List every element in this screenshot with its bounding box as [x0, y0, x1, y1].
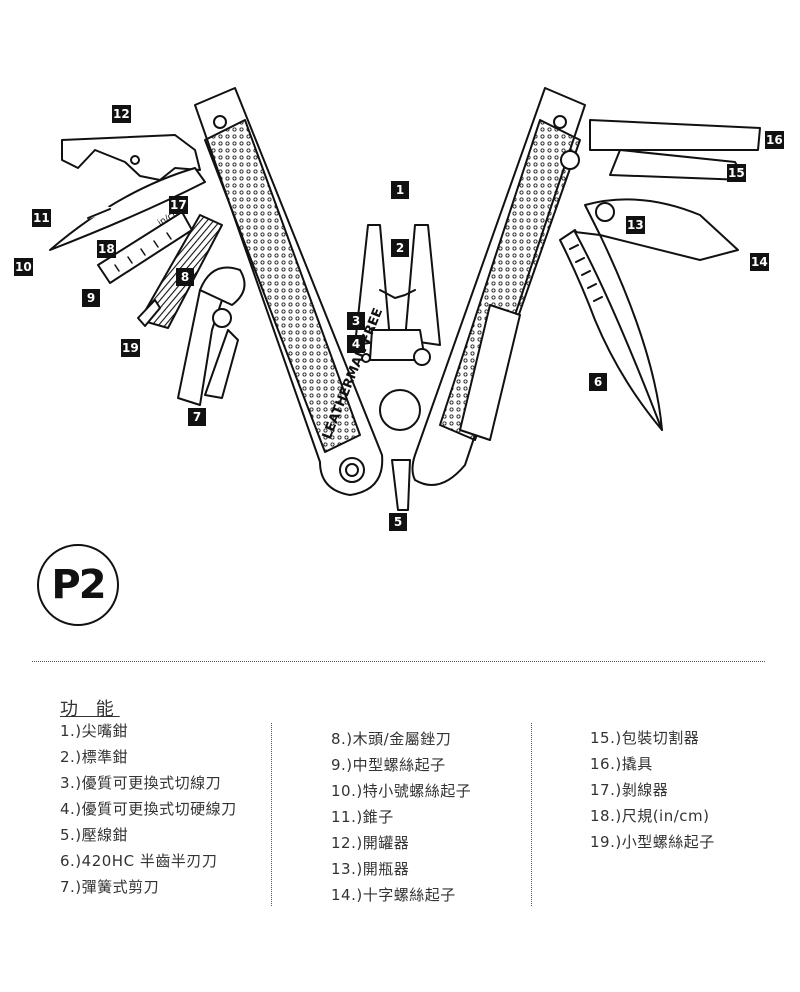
callout-6: 6 — [589, 373, 607, 391]
callout-1: 1 — [391, 181, 409, 199]
function-item: 1.)尖嘴鉗 — [60, 722, 129, 740]
callout-19: 19 — [121, 339, 140, 357]
callout-18: 18 — [97, 240, 116, 258]
column-separator — [531, 723, 532, 906]
callout-11: 11 — [32, 209, 51, 227]
function-item: 8.)木頭/金屬銼刀 — [331, 730, 452, 748]
awl-tool — [49, 167, 206, 251]
function-item: 7.)彈簧式剪刀 — [60, 878, 160, 896]
callout-15: 15 — [727, 164, 746, 182]
function-item: 10.)特小號螺絲起子 — [331, 782, 472, 800]
functions-column-2: 8.)木頭/金屬銼刀 9.)中型螺絲起子 10.)特小號螺絲起子 11.)錐子 … — [331, 726, 471, 908]
function-item: 19.)小型螺絲起子 — [590, 833, 715, 851]
scissors-tool — [177, 266, 246, 406]
function-item: 15.)包裝切割器 — [590, 729, 700, 747]
functions-column-3: 15.)包裝切割器 16.)撬具 17.)剝線器 18.)尺規(in/cm) 1… — [590, 725, 715, 855]
callout-17: 17 — [169, 196, 188, 214]
small-screwdriver-tool — [137, 299, 161, 327]
callout-2: 2 — [391, 239, 409, 257]
dotted-divider — [32, 661, 765, 662]
multitool-diagram: in/cm — [14, 87, 784, 531]
functions-title: 功 能 — [60, 699, 120, 720]
function-item: 4.)優質可更換式切硬線刀 — [60, 800, 237, 818]
callout-12: 12 — [112, 105, 131, 123]
functions-column-1: 1.)尖嘴鉗 2.)標準鉗 3.)優質可更換式切線刀 4.)優質可更換式切硬線刀… — [60, 718, 237, 900]
can-opener-tool — [61, 134, 201, 181]
right-handle — [411, 87, 586, 486]
function-item: 12.)開罐器 — [331, 834, 410, 852]
function-item: 18.)尺規(in/cm) — [590, 807, 710, 825]
callout-13: 13 — [626, 216, 645, 234]
callout-5: 5 — [389, 513, 407, 531]
callout-4: 4 — [347, 335, 365, 353]
model-badge: P2 — [37, 544, 119, 626]
function-item: 5.)壓線鉗 — [60, 826, 129, 844]
callout-3: 3 — [347, 312, 365, 330]
knife-blade — [559, 229, 663, 431]
callout-10: 10 — [14, 258, 33, 276]
bottle-opener-tool — [584, 198, 739, 261]
function-item: 16.)撬具 — [590, 755, 653, 773]
callout-8: 8 — [176, 268, 194, 286]
pry-tool — [589, 119, 761, 181]
callout-14: 14 — [750, 253, 769, 271]
callout-7: 7 — [188, 408, 206, 426]
function-item: 9.)中型螺絲起子 — [331, 756, 446, 774]
multitool-drawing: in/cm — [49, 87, 761, 511]
function-item: 3.)優質可更換式切線刀 — [60, 774, 222, 792]
function-item: 2.)標準鉗 — [60, 748, 129, 766]
function-item: 6.)420HC 半齒半刃刀 — [60, 852, 218, 870]
function-item: 11.)錐子 — [331, 808, 394, 826]
callout-16: 16 — [765, 131, 784, 149]
function-item: 13.)開瓶器 — [331, 860, 410, 878]
function-item: 17.)剝線器 — [590, 781, 669, 799]
callout-9: 9 — [82, 289, 100, 307]
function-item: 14.)十字螺絲起子 — [331, 886, 456, 904]
column-separator — [271, 723, 272, 906]
